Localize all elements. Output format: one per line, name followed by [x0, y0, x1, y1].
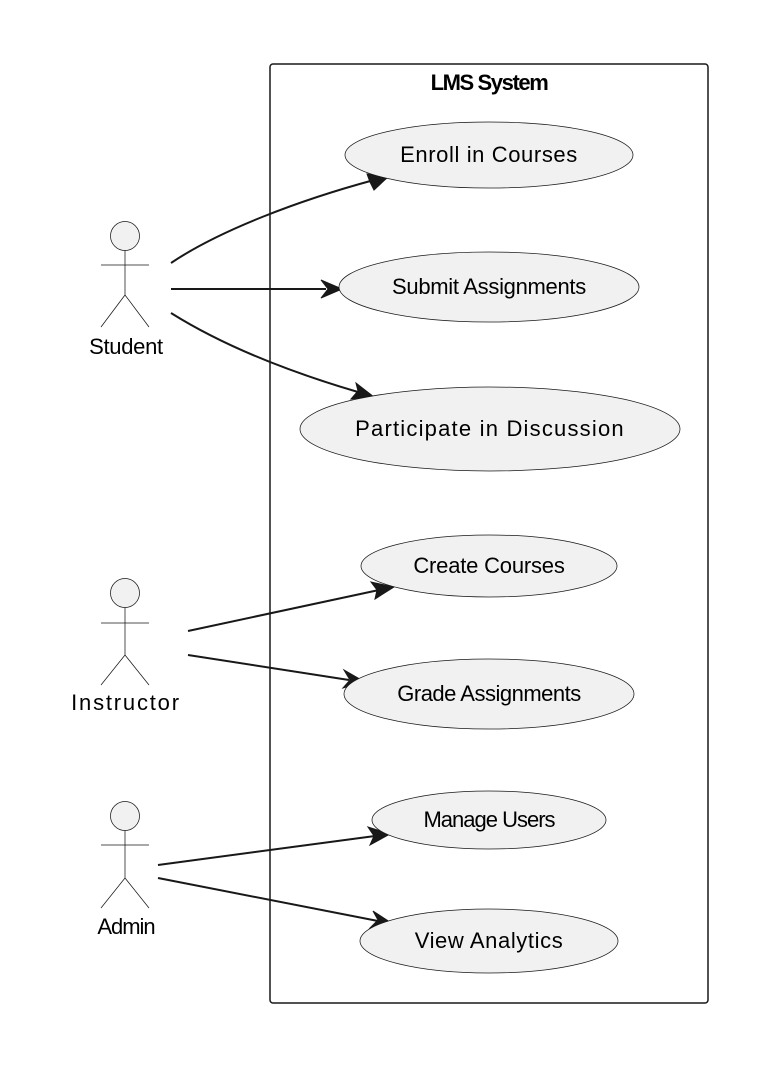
association-instructor-create [187, 581, 396, 632]
use-case-submit-assignments[interactable]: Submit Assignments [338, 251, 640, 323]
use-case-label: View Analytics [415, 928, 564, 953]
association-student-submit [171, 279, 344, 299]
use-case-manage-users[interactable]: Manage Users [371, 790, 607, 850]
actors: Student Instructor Admin [71, 221, 181, 940]
actor-instructor[interactable]: Instructor [71, 578, 181, 716]
use-case-label: Participate in Discussion [355, 416, 625, 441]
association-line [157, 877, 379, 922]
use-case-ellipse [338, 251, 640, 323]
use-case-create-courses[interactable]: Create Courses [360, 534, 618, 598]
system-boundary: LMS System [269, 63, 709, 1004]
actor-label: Admin [97, 914, 154, 939]
use-case-enroll-in-courses[interactable]: Enroll in Courses [344, 121, 634, 189]
association-line [170, 312, 359, 393]
associations [157, 173, 396, 929]
use-case-ellipse [299, 386, 681, 472]
association-line [157, 835, 376, 866]
use-case-ellipse [371, 790, 607, 850]
use-case-ellipse [360, 534, 618, 598]
stick-figure-icon [100, 801, 150, 909]
use-case-grade-assignments[interactable]: Grade Assignments [343, 658, 635, 730]
use-case-ellipse [344, 121, 634, 189]
actor-label: Instructor [71, 690, 181, 715]
association-line [187, 654, 350, 681]
use-case-label: Manage Users [423, 807, 555, 832]
arrow-head [366, 826, 392, 847]
association-admin-manage [157, 826, 392, 866]
actor-label: Student [89, 334, 163, 359]
use-case-participate-in-discussion[interactable]: Participate in Discussion [299, 386, 681, 472]
actor-admin[interactable]: Admin [97, 801, 156, 940]
use-case-view-analytics[interactable]: View Analytics [359, 908, 619, 974]
system-boundary-box [269, 63, 709, 1004]
use-case-label: Grade Assignments [397, 681, 581, 706]
use-case-ellipse [343, 658, 635, 730]
use-case-label: Submit Assignments [392, 274, 586, 299]
stick-figure-icon [100, 221, 150, 328]
association-line [170, 179, 375, 264]
use-case-label: Enroll in Courses [400, 142, 578, 167]
actor-student[interactable]: Student [89, 221, 163, 360]
stick-figure-icon [100, 578, 150, 686]
use-cases: Enroll in Courses Submit Assignments Par… [299, 121, 681, 974]
system-title: LMS System [431, 70, 549, 95]
use-case-label: Create Courses [413, 553, 564, 578]
association-line [187, 589, 380, 632]
arrow-head [369, 581, 396, 601]
use-case-ellipse [359, 908, 619, 974]
arrow-head [320, 279, 344, 299]
